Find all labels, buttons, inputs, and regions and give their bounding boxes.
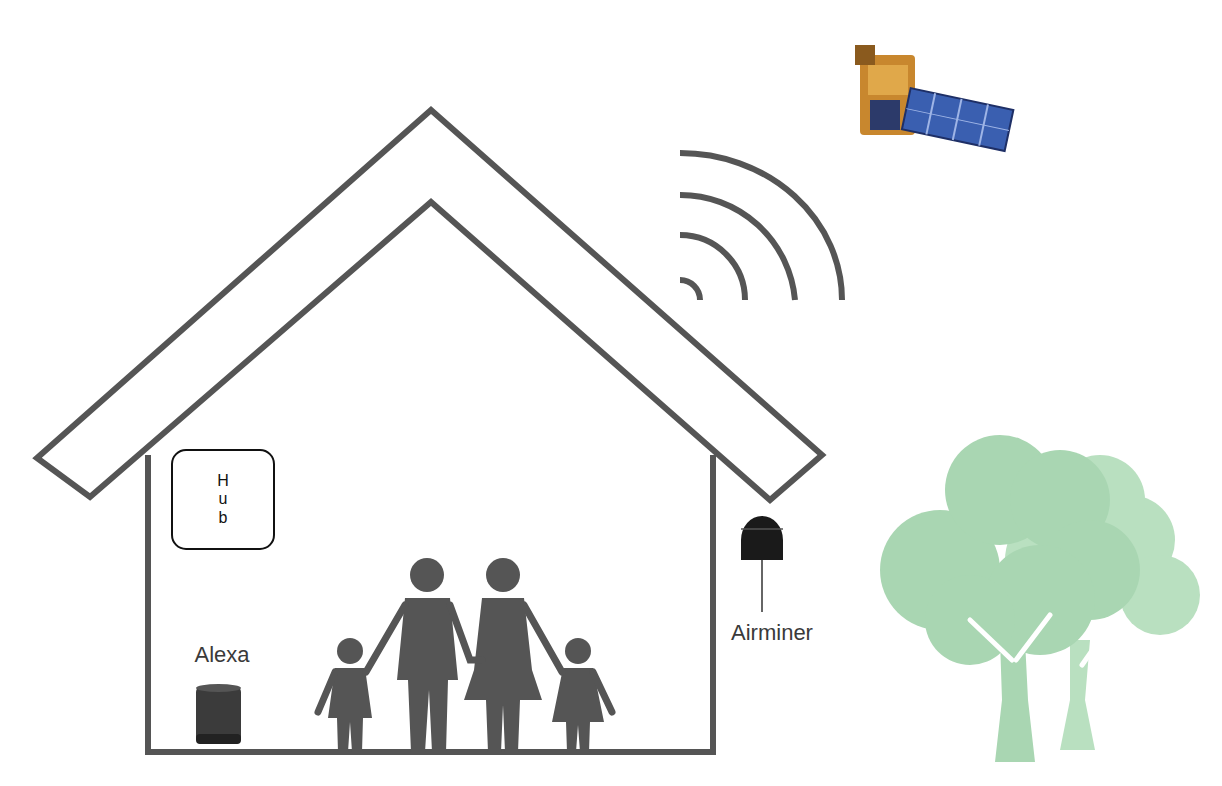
airminer-sensor	[741, 516, 783, 612]
house-outline	[37, 110, 822, 752]
hub-box: H u b	[171, 449, 275, 550]
device-label: Alexa	[194, 642, 249, 668]
signal-waves	[680, 153, 842, 300]
trees	[880, 435, 1200, 762]
family	[318, 558, 612, 752]
sensor-label: Airminer	[731, 620, 813, 646]
satellite	[855, 45, 1013, 151]
alexa-device	[196, 684, 241, 744]
node-text: H u b	[215, 472, 231, 527]
